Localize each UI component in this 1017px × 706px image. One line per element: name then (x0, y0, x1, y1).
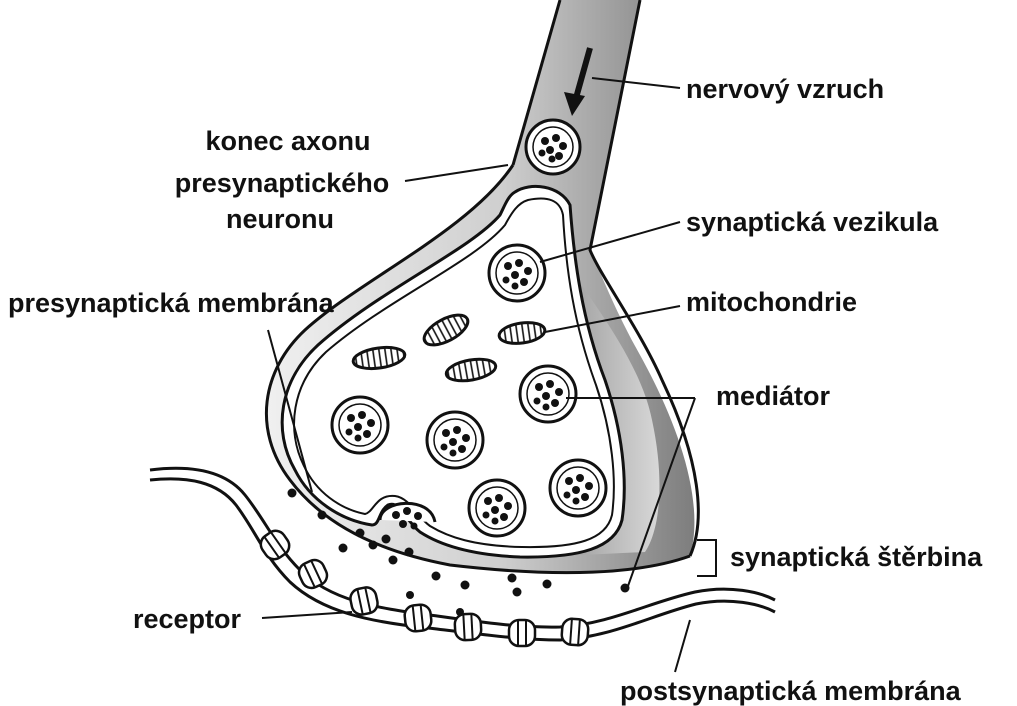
mediator-dot (318, 511, 327, 520)
label-synapticka-vezikula: synaptická vezikula (686, 207, 939, 237)
label-receptor: receptor (133, 604, 242, 634)
vesicle (550, 460, 606, 516)
label-konec-axonu-line3: neuronu (226, 204, 334, 234)
receptor-protein (349, 586, 380, 617)
vesicle (427, 412, 483, 468)
mediator-dot (543, 580, 552, 589)
mediator-dot (389, 556, 398, 565)
label-mediator: mediátor (716, 381, 831, 411)
vesicle (526, 120, 580, 174)
mediator-dot (513, 588, 522, 597)
receptor-protein (509, 620, 535, 646)
mediator-dot (406, 591, 414, 599)
mediator-dot (432, 572, 441, 581)
leader-receptor (262, 612, 352, 618)
receptor-protein (296, 557, 331, 592)
mediator-dot (405, 548, 414, 557)
mediator-dot (508, 574, 517, 583)
vesicle (489, 245, 545, 301)
label-konec-axonu-line2: presynaptického (175, 168, 390, 198)
mediator-dot (288, 489, 297, 498)
mediator-dot (461, 581, 470, 590)
vesicle (332, 397, 388, 453)
vesicle (469, 480, 525, 536)
receptor-protein (404, 604, 433, 633)
label-nervovy-vzruch: nervový vzruch (686, 74, 884, 104)
mediator-dot (369, 541, 378, 550)
synapticka-sterbina-brace (697, 540, 716, 576)
receptor-protein (454, 613, 481, 640)
mediator-dot (382, 535, 391, 544)
mediator-dot (339, 544, 348, 553)
vesicle (520, 366, 576, 422)
leader-postsynapticka-membrana (675, 620, 690, 672)
label-konec-axonu-line1: konec axonu (205, 126, 370, 156)
mediator-dot (356, 529, 365, 538)
label-mitochondrie: mitochondrie (686, 287, 857, 317)
label-synapticka-sterbina: synaptická štěrbina (730, 542, 983, 572)
label-postsynapticka-membrana: postsynaptická membrána (620, 676, 962, 706)
label-presynapticka-membrana: presynaptická membrána (8, 288, 335, 318)
receptor-protein (561, 618, 589, 646)
leader-konec-axonu (405, 165, 508, 181)
